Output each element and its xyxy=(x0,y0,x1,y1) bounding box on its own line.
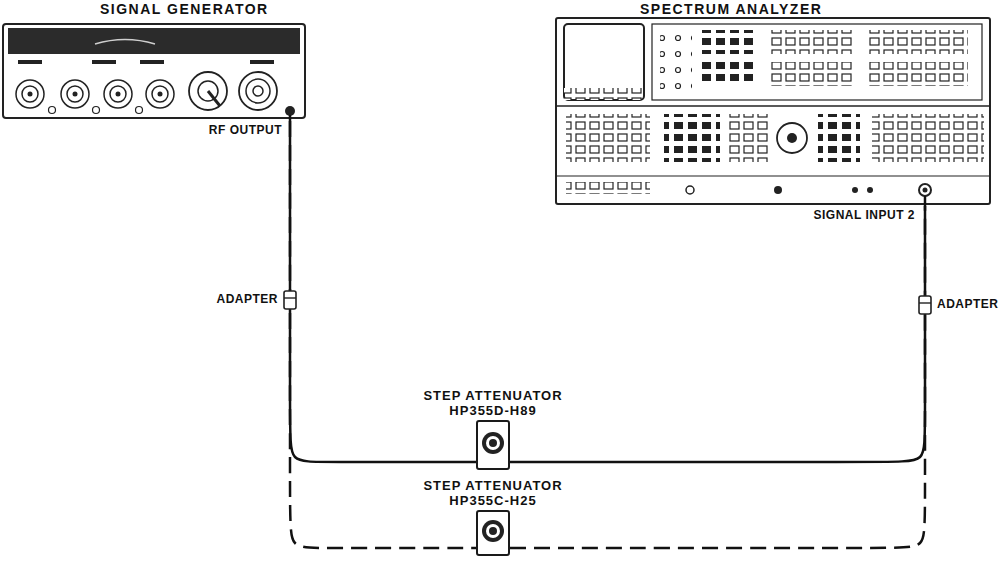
attenuator-heading: STEP ATTENUATORHP355D-H89 xyxy=(423,388,562,418)
attenuator-knob xyxy=(489,527,497,535)
signal-generator: SIGNAL GENERATOR xyxy=(0,0,310,121)
cable xyxy=(510,206,925,462)
adapter xyxy=(919,296,931,314)
cable xyxy=(290,121,476,462)
step-attenuator: STEP ATTENUATORHP355D-H89 xyxy=(476,420,510,470)
attenuator-heading: STEP ATTENUATORHP355C-H25 xyxy=(423,478,562,508)
step-attenuator: STEP ATTENUATORHP355C-H25 xyxy=(476,510,510,556)
cable xyxy=(510,206,925,548)
attenuator-body xyxy=(478,512,508,554)
port-label: SIGNAL INPUT 2 xyxy=(790,208,915,223)
signal-generator-drawing xyxy=(3,24,305,121)
instrument-title: SIGNAL GENERATOR xyxy=(0,0,310,18)
part-number: HP355D-H89 xyxy=(423,403,562,418)
attenuator-knob xyxy=(482,520,504,542)
port-label: RF OUTPUT xyxy=(180,123,282,138)
attenuator-label: STEP ATTENUATOR xyxy=(423,388,562,403)
adapter-label: ADAPTER xyxy=(937,297,999,312)
attenuator-knob xyxy=(482,432,504,454)
instrument-title: SPECTRUM ANALYZER xyxy=(556,0,992,18)
attenuator-body xyxy=(478,422,508,468)
attenuator-knob xyxy=(486,436,500,450)
spectrum-analyzer-drawing xyxy=(556,18,990,206)
adapter xyxy=(284,291,296,309)
attenuator-label: STEP ATTENUATOR xyxy=(423,478,562,493)
attenuator-knob xyxy=(489,439,497,447)
adapter-label: ADAPTER xyxy=(190,292,278,307)
part-number: HP355C-H25 xyxy=(423,493,562,508)
attenuator-knob xyxy=(486,524,500,538)
spectrum-analyzer: SPECTRUM ANALYZER xyxy=(556,0,992,206)
